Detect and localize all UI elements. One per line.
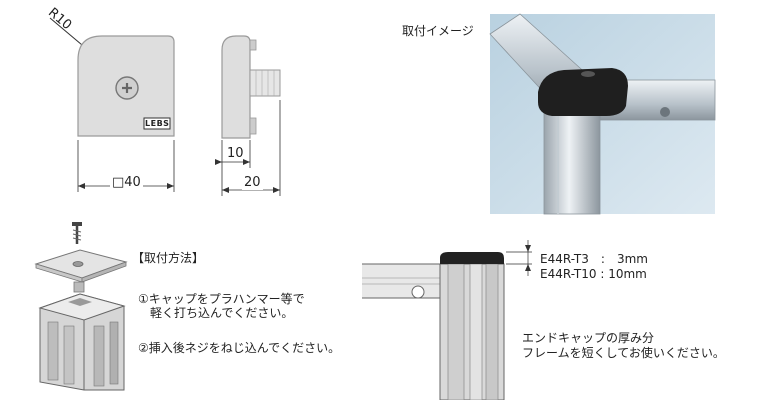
method-title: 【取付方法】 [132, 251, 205, 265]
logo-text: LEBS [145, 119, 170, 128]
note-line2: フレームを短くしてお使いください。 [522, 346, 725, 360]
tab-dimension-label: 10 [227, 146, 244, 161]
installation-photo [489, 13, 716, 215]
spec-t3: E44R-T3 : 3mm [540, 252, 648, 266]
cap-side-view-drawing [215, 35, 281, 196]
width-dimension-label: □40 [110, 175, 143, 190]
spec-t10: E44R-T10 : 10mm [540, 267, 647, 281]
installation-illustration [34, 222, 128, 391]
depth-dimension-label: 20 [242, 175, 263, 190]
method-step1-line2: 軽く打ち込んでください。 [150, 306, 294, 320]
frame-section-drawing [362, 240, 532, 400]
cap-front-view-drawing [49, 17, 175, 192]
install-image-caption: 取付イメージ [402, 24, 474, 38]
method-step2: ②挿入後ネジをねじ込んでください。 [138, 341, 341, 355]
method-step1-line1: ①キャップをプラハンマー等で [138, 292, 305, 306]
note-line1: エンドキャップの厚み分 [522, 331, 655, 345]
